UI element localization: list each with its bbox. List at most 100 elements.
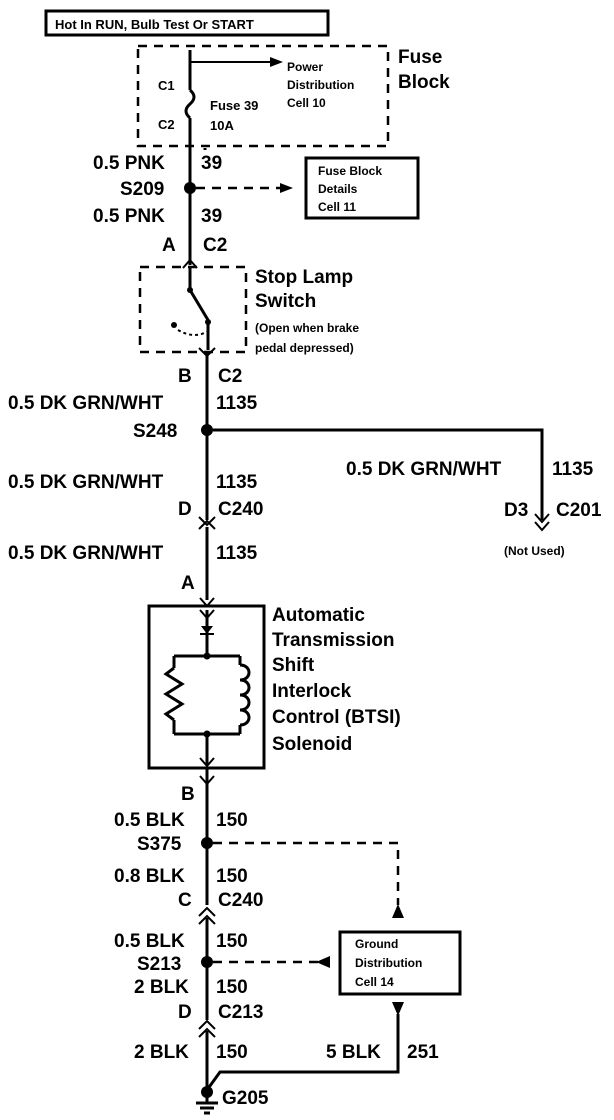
resistor-icon	[163, 666, 185, 722]
wire8-circuit: 150	[216, 931, 248, 952]
conn-c-c240-connector: C240	[218, 890, 263, 911]
power-distribution-ref-3: Cell 10	[287, 96, 326, 110]
fuse-c1-label: C1	[158, 78, 175, 93]
arrow-right-icon	[270, 57, 283, 67]
wire3-circuit: 1135	[216, 393, 258, 414]
arrow-down-icon	[392, 1002, 404, 1016]
switch-name-2: Switch	[255, 291, 316, 312]
wire7-gauge-color: 0.8 BLK	[114, 866, 185, 887]
wire6-circuit: 150	[216, 810, 248, 831]
btsi-solenoid: Automatic Transmission Shift Interlock C…	[147, 604, 401, 770]
stop-lamp-switch: Stop Lamp Switch (Open when brake pedal …	[138, 265, 359, 355]
power-distribution-ref-2: Distribution	[287, 78, 354, 92]
splice-s375-label: S375	[137, 834, 182, 855]
splice-s209-dot	[184, 182, 196, 194]
wire9-circuit: 150	[216, 977, 248, 998]
fuse-block-title-2: Block	[398, 72, 450, 93]
connector-chevron-icon	[198, 1027, 216, 1038]
conn-c-c240-pin: C	[178, 890, 192, 911]
solenoid-name-5: Control (BTSI)	[272, 707, 401, 728]
arrow-left-icon	[316, 956, 330, 968]
wire2-gauge-color: 0.5 PNK	[93, 206, 165, 227]
ground-distribution-ref: Ground Distribution Cell 14	[338, 930, 462, 996]
connector-chevron-icon	[182, 258, 198, 269]
power-distribution-ref-1: Power	[287, 60, 323, 74]
conn-d-c213-connector: C213	[218, 1002, 263, 1023]
fuse-block-title-1: Fuse	[398, 47, 442, 68]
power-source-label: Hot In RUN, Bulb Test Or START	[55, 17, 254, 32]
ground-distribution-3: Cell 14	[355, 975, 394, 989]
arrow-up-icon	[392, 904, 404, 918]
wire4-circuit: 1135	[216, 472, 258, 493]
splice-s248-label: S248	[133, 421, 177, 442]
conn-b-solenoid-pin: B	[181, 784, 195, 805]
not-used-note: (Not Used)	[504, 544, 565, 558]
power-source-header: Hot In RUN, Bulb Test Or START	[44, 9, 330, 37]
wire6-gauge-color: 0.5 BLK	[114, 810, 185, 831]
conn-d-c240-connector: C240	[218, 499, 263, 520]
conn-d-c240-pin: D	[178, 499, 192, 520]
branch-gauge-color: 0.5 DK GRN/WHT	[346, 459, 502, 480]
conn-b-pin: B	[178, 366, 192, 387]
connector-chevron-icon	[198, 519, 216, 530]
solenoid-name-3: Shift	[272, 655, 315, 676]
ground-distribution-1: Ground	[355, 937, 398, 951]
splice-s375-dot	[201, 837, 213, 849]
connector-chevron-icon	[198, 516, 216, 527]
connector-chevron-icon	[534, 521, 550, 532]
ground-g205: G205	[196, 1086, 269, 1115]
conn-d-c213-pin: D	[178, 1002, 192, 1023]
fuse-c2-label: C2	[158, 117, 175, 132]
splice-s213-label: S213	[137, 954, 181, 975]
splice-s209-label: S209	[120, 179, 164, 200]
wire10-circuit: 150	[216, 1042, 248, 1063]
fuse-name: Fuse 39	[210, 98, 258, 113]
conn-d3-pin: D3	[504, 500, 528, 521]
wire11-circuit: 251	[407, 1042, 439, 1063]
wire4-gauge-color: 0.5 DK GRN/WHT	[8, 472, 164, 493]
wire5-gauge-color: 0.5 DK GRN/WHT	[8, 543, 164, 564]
switch-contact-icon	[188, 289, 210, 321]
fuse-rating: 10A	[210, 118, 234, 133]
connector-chevron-icon	[198, 1019, 216, 1030]
arrow-right-icon	[280, 183, 293, 193]
ground-distribution-2: Distribution	[355, 956, 422, 970]
solenoid-name-4: Interlock	[272, 681, 352, 702]
wire5-circuit: 1135	[216, 543, 258, 564]
solenoid-name-2: Transmission	[272, 630, 395, 651]
wire11-gauge-color: 5 BLK	[326, 1042, 381, 1063]
connector-chevron-icon	[534, 513, 550, 524]
solenoid-name-6: Solenoid	[272, 734, 352, 755]
fuse-block-details-2: Details	[318, 182, 358, 196]
wire7-circuit: 150	[216, 866, 248, 887]
wire8-gauge-color: 0.5 BLK	[114, 931, 185, 952]
conn-a-connector: C2	[203, 235, 227, 256]
wire2-circuit: 39	[201, 206, 222, 227]
fuse-block-details-ref: Fuse Block Details Cell 11	[304, 156, 420, 220]
wire1-circuit: 39	[201, 153, 222, 174]
connector-chevron-icon	[198, 914, 216, 925]
fuse-block-details-1: Fuse Block	[318, 164, 382, 178]
conn-a-solenoid-pin: A	[181, 573, 195, 594]
wire9-gauge-color: 2 BLK	[134, 977, 189, 998]
ground-g205-label: G205	[222, 1088, 269, 1109]
fuse-icon	[184, 88, 196, 120]
switch-note-2: pedal depressed)	[255, 341, 354, 355]
switch-note-1: (Open when brake	[255, 321, 359, 335]
wire10-gauge-color: 2 BLK	[134, 1042, 189, 1063]
splice-s248-dot	[201, 424, 213, 436]
conn-b-connector: C2	[218, 366, 242, 387]
fuse-block-details-3: Cell 11	[318, 200, 356, 214]
conn-c201-connector: C201	[556, 500, 602, 521]
conn-a-pin: A	[162, 235, 176, 256]
solenoid-name-1: Automatic	[272, 605, 365, 626]
branch-circuit: 1135	[552, 459, 594, 480]
wire3-gauge-color: 0.5 DK GRN/WHT	[8, 393, 164, 414]
connector-chevron-icon	[198, 906, 216, 917]
splice-s213-dot	[201, 956, 213, 968]
switch-name-1: Stop Lamp	[255, 267, 353, 288]
fuse-block: Fuse Block C1 C2 Fuse 39 10A Power Distr…	[136, 44, 450, 150]
wire1-gauge-color: 0.5 PNK	[93, 153, 165, 174]
coil-icon	[239, 663, 251, 727]
